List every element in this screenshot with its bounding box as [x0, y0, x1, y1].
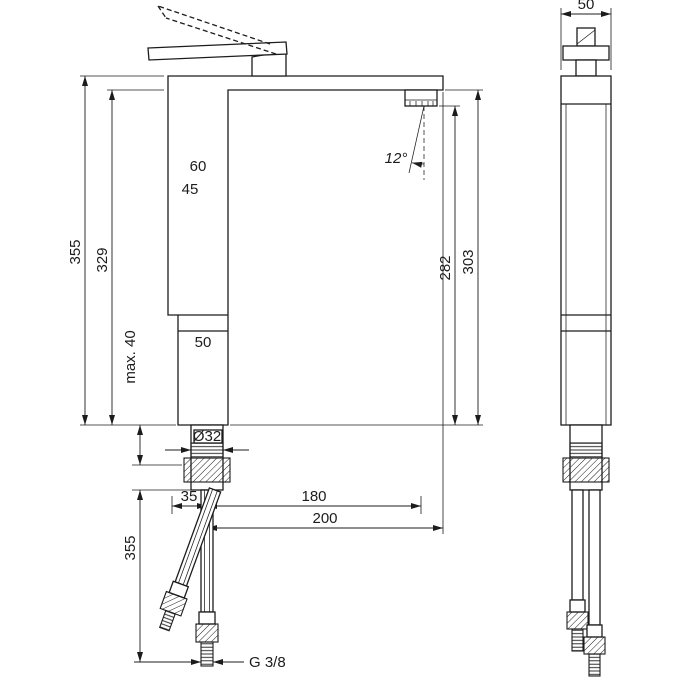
hose-nut: [195, 623, 219, 643]
handle-lever: [147, 5, 288, 77]
dim-spray-angle: 12°: [385, 150, 408, 167]
lever-bar: [562, 45, 610, 61]
lever-raised-dashed: [157, 5, 271, 45]
dim-connection-thread: G 3/8: [249, 654, 286, 671]
dim-max-mounting-thickness: max. 40: [122, 330, 139, 383]
extension-lines: [80, 75, 483, 535]
supply-hose-angled: [158, 487, 222, 632]
dim-total-reach: 200: [312, 510, 337, 527]
dim-spout-top-height: 303: [460, 249, 477, 274]
body-front: [560, 75, 612, 426]
hose-thread-end: [158, 609, 176, 632]
mounting-nut: [562, 457, 610, 483]
dim-outlet-height: 282: [437, 255, 454, 280]
hose-fitting: [198, 611, 216, 625]
side-view: 355 329 60 45 12° 282 303 max. 40 50 Ø32…: [67, 5, 483, 671]
dim-body-depth: 50: [195, 334, 212, 351]
dimension-labels: 355 329 60 45 12° 282 303 max. 40 50 Ø32…: [67, 150, 477, 671]
dim-axis-offset: 35: [181, 488, 198, 505]
spout-outlet: [404, 89, 438, 107]
front-view: 50: [560, 0, 612, 677]
dim-spout-underside-height: 329: [94, 247, 111, 272]
shank-threads: [569, 442, 603, 459]
dim-top-depth: 60: [190, 158, 207, 175]
lever-neck: [575, 59, 597, 77]
mounting-nut: [183, 457, 231, 483]
mounting-shank: [183, 424, 231, 491]
supply-hoses-front: [566, 489, 606, 677]
dim-hole-diameter: Ø32: [193, 428, 221, 445]
faucet-body-outline: [167, 75, 444, 426]
dim-total-height: 355: [67, 239, 84, 264]
handle-front: [562, 27, 610, 77]
shank-threads: [190, 442, 224, 459]
mounting-shank-front: [562, 424, 610, 491]
dim-inner-depth: 45: [182, 181, 199, 198]
spray-angle-indicator: [408, 105, 425, 180]
dim-body-width: 50: [578, 0, 595, 13]
dim-outlet-reach: 180: [301, 488, 326, 505]
hose-thread-end: [200, 641, 214, 667]
dim-hose-length: 355: [122, 535, 139, 560]
dimension-lines: [82, 76, 481, 665]
